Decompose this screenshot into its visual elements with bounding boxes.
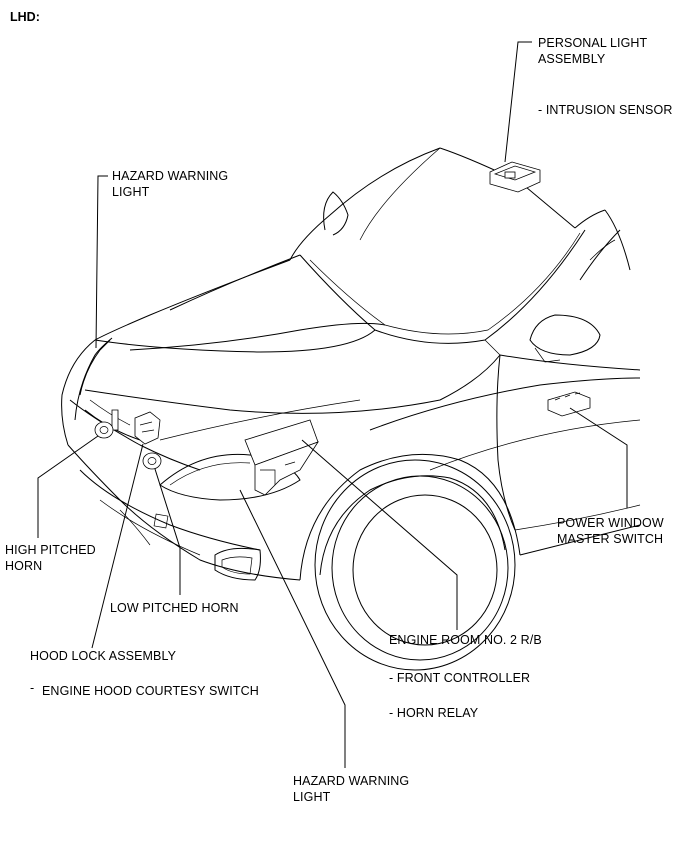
hood-lock-label: HOOD LOCK ASSEMBLY <box>30 649 177 663</box>
personal-light-label: PERSONAL LIGHT ASSEMBLY <box>538 35 647 67</box>
low-horn-part <box>142 452 162 470</box>
hazard-top-label: HAZARD WARNING LIGHT <box>112 168 228 200</box>
hazard-top-label-line2: LIGHT <box>112 185 150 199</box>
courtesy-switch-label: ENGINE HOOD COURTESY SWITCH <box>42 684 259 698</box>
engine-room-rb-part <box>244 419 319 496</box>
horn-relay-label: - HORN RELAY <box>389 706 479 720</box>
engine-room-label: ENGINE ROOM NO. 2 R/B <box>389 633 542 647</box>
leader-lines <box>37 41 628 768</box>
high-horn-label-line1: HIGH PITCHED <box>5 543 96 557</box>
courtesy-switch-dash: - <box>30 681 35 695</box>
low-horn-label: LOW PITCHED HORN <box>110 601 239 615</box>
high-horn-label-line2: HORN <box>5 559 43 573</box>
intrusion-sensor-label: - INTRUSION SENSOR <box>538 103 673 117</box>
hazard-bottom-label: HAZARD WARNING LIGHT <box>293 773 409 805</box>
high-horn-part <box>94 421 114 439</box>
high-horn-label: HIGH PITCHED HORN <box>5 542 96 574</box>
power-window-label-line2: MASTER SWITCH <box>557 532 664 546</box>
power-window-label: POWER WINDOW MASTER SWITCH <box>557 515 664 547</box>
personal-light-part <box>489 161 541 193</box>
personal-light-label-line2: ASSEMBLY <box>538 52 606 66</box>
car-body <box>61 147 641 671</box>
region-label: LHD: <box>10 10 40 24</box>
hazard-bottom-label-line2: LIGHT <box>293 790 331 804</box>
power-window-label-line1: POWER WINDOW <box>557 516 664 530</box>
personal-light-label-line1: PERSONAL LIGHT <box>538 36 648 50</box>
hazard-top-label-line1: HAZARD WARNING <box>112 169 229 183</box>
hood-lock-part <box>111 409 161 445</box>
hazard-bottom-label-line1: HAZARD WARNING <box>293 774 410 788</box>
power-window-switch-part <box>547 391 591 417</box>
front-controller-label: - FRONT CONTROLLER <box>389 671 531 685</box>
